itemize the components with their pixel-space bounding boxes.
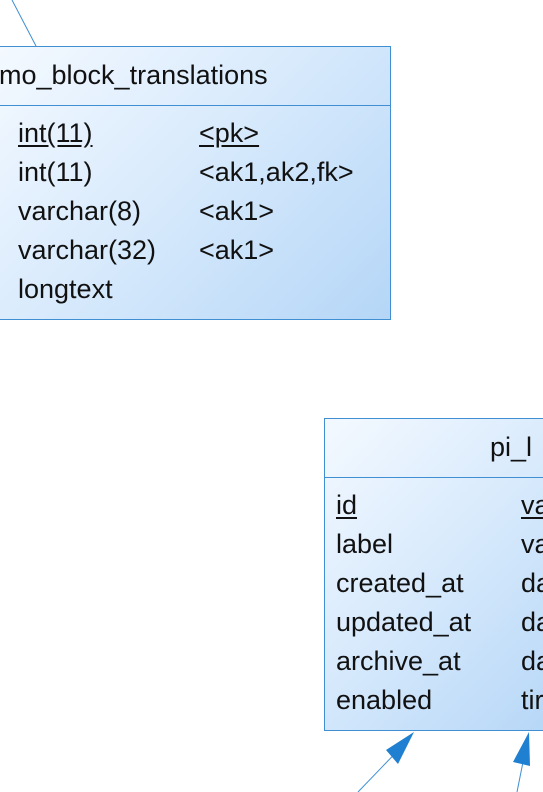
connector-top: [11, 0, 37, 47]
column-type: varchar(32): [18, 235, 157, 265]
column-type: da: [521, 646, 543, 676]
column-row: enabled tir: [325, 681, 543, 720]
column-row: archive_at da: [325, 642, 543, 681]
column-type: int(11): [18, 157, 93, 187]
arrowhead-right: [513, 732, 530, 766]
column-type: varchar(8): [18, 196, 142, 226]
column-row: created_at da: [325, 564, 543, 603]
column-key: <ak1,ak2,fk>: [199, 157, 354, 187]
column-name: created_at: [336, 568, 464, 598]
entity-title: mo_block_translations: [0, 47, 390, 106]
column-type: tir: [521, 685, 543, 715]
column-row: varchar(8) <ak1>: [0, 192, 390, 231]
column-name: archive_at: [336, 646, 461, 676]
column-row: int(11) <pk>: [0, 114, 390, 153]
entity-title: pi_l: [325, 419, 543, 478]
entity-pi-l[interactable]: pi_l id va label va created_at da update…: [324, 418, 543, 731]
column-name: id: [336, 490, 358, 520]
column-row: id va: [325, 486, 543, 525]
column-key: <pk>: [199, 118, 260, 148]
column-type: va: [521, 490, 543, 520]
column-key: <ak1>: [199, 196, 275, 226]
column-row: int(11) <ak1,ak2,fk>: [0, 153, 390, 192]
column-row: varchar(32) <ak1>: [0, 231, 390, 270]
column-row: longtext: [0, 270, 390, 309]
entity-mo-block-translations[interactable]: mo_block_translations int(11) <pk> int(1…: [0, 46, 391, 320]
column-name: updated_at: [336, 607, 472, 637]
column-key: <ak1>: [199, 235, 275, 265]
column-type: int(11): [18, 118, 93, 148]
column-type: da: [521, 607, 543, 637]
column-type: va: [521, 529, 543, 559]
column-row: label va: [325, 525, 543, 564]
column-type: longtext: [18, 274, 113, 304]
column-type: da: [521, 568, 543, 598]
column-row: updated_at da: [325, 603, 543, 642]
column-name: label: [336, 529, 394, 559]
column-name: enabled: [336, 685, 433, 715]
arrowhead-left: [386, 732, 414, 764]
